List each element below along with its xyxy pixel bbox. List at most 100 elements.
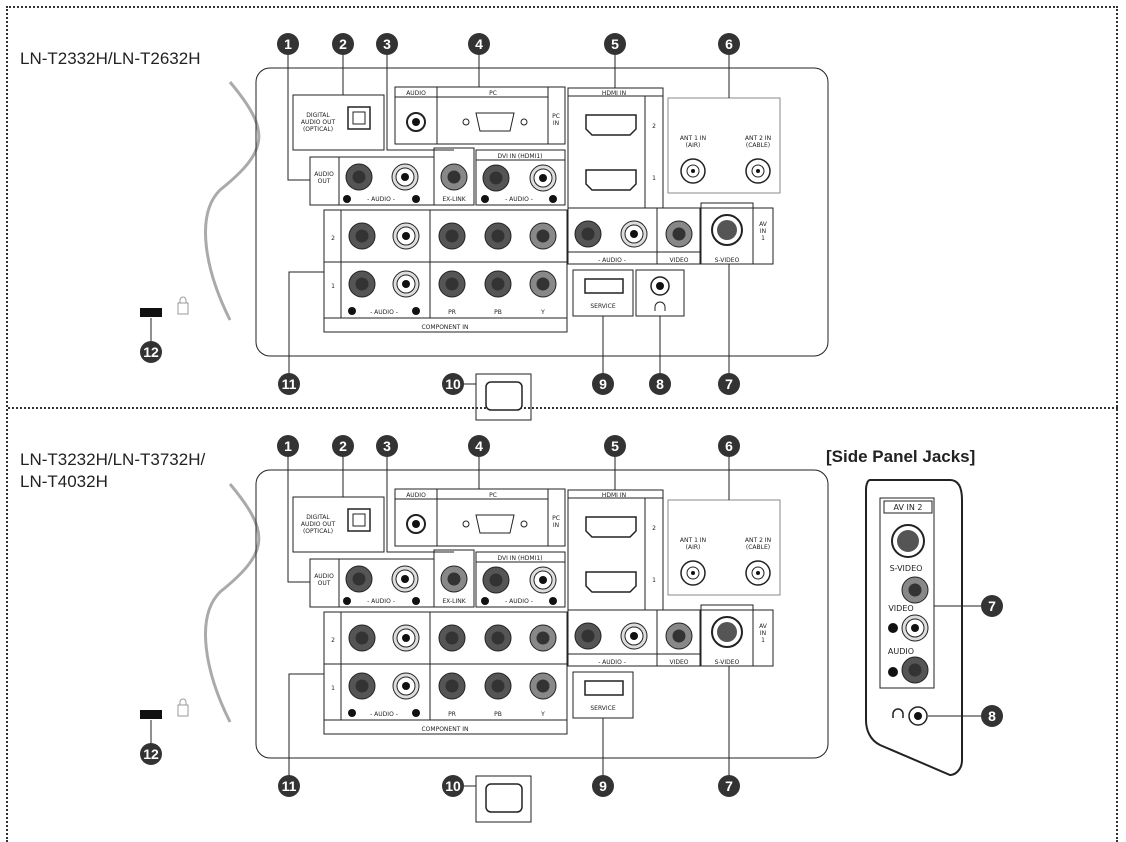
- svg-text:8: 8: [656, 376, 664, 392]
- dvi-group: [475, 149, 566, 206]
- ant1-sub: (AIR): [686, 142, 701, 149]
- svg-text:4: 4: [475, 36, 483, 52]
- comp-audio-label: - AUDIO -: [370, 309, 398, 316]
- pr-label: PR: [448, 309, 456, 316]
- pb-label: PB: [494, 711, 502, 718]
- ant2-label: ANT 2 IN: [745, 135, 771, 142]
- hdmi-1-label: 1: [652, 577, 656, 584]
- antenna-group: [667, 97, 781, 194]
- ant1-sub: (AIR): [686, 544, 701, 551]
- svg-text:11: 11: [282, 778, 297, 794]
- diagram-frame: [6, 6, 1118, 842]
- s-video-box: [700, 202, 754, 265]
- svg-text:1: 1: [284, 438, 292, 454]
- pc-label: PC: [489, 90, 497, 97]
- callout-12: 12: [140, 341, 162, 363]
- side-panel-title: [Side Panel Jacks]: [826, 447, 976, 466]
- av1-audio-label: - AUDIO -: [598, 659, 626, 666]
- callout-7: 7: [718, 775, 740, 797]
- callout-6: 6: [718, 33, 740, 55]
- tv-side-curve: [204, 483, 261, 723]
- lock-icon: [177, 704, 189, 717]
- side-s-video-label: S-VIDEO: [890, 564, 923, 573]
- dvi-in-label: DVI IN (HDMI1): [497, 555, 542, 562]
- rear-panel: [255, 469, 829, 759]
- ant1-label: ANT 1 IN: [680, 537, 706, 544]
- hdmi-in-label: HDMI IN: [602, 492, 626, 499]
- component-group: [323, 611, 568, 735]
- pc-audio-label: AUDIO: [406, 90, 426, 97]
- ant2-sub: (CABLE): [746, 544, 770, 551]
- comp-row-2-label: 2: [331, 637, 335, 644]
- svg-text:8: 8: [988, 708, 996, 724]
- callout-11: 11: [278, 373, 300, 395]
- digital-audio-out: [292, 94, 385, 151]
- comp-row-1-label: 1: [331, 283, 335, 290]
- dvi-rl-label: - AUDIO -: [505, 598, 533, 605]
- callout-3: 3: [376, 435, 398, 457]
- audio-out-rl-label: - AUDIO -: [367, 196, 395, 203]
- ant2-label: ANT 2 IN: [745, 537, 771, 544]
- kensington-slot: [140, 710, 162, 719]
- callout-1: 1: [277, 435, 299, 457]
- hdmi-2-label: 2: [652, 123, 656, 130]
- ex-link-group: [433, 147, 475, 206]
- comp-row-2-label: 2: [331, 235, 335, 242]
- power-group: [475, 775, 532, 823]
- callout-3: 3: [376, 33, 398, 55]
- component-in-label: COMPONENT IN: [421, 726, 468, 733]
- av-in-1-group: [567, 207, 774, 265]
- hdmi-1-label: 1: [652, 175, 656, 182]
- svg-text:4: 4: [475, 438, 483, 454]
- service-port: [584, 680, 624, 696]
- ant1-label: ANT 1 IN: [680, 135, 706, 142]
- av1-video-label: VIDEO: [669, 257, 688, 264]
- service-label: SERVICE: [590, 705, 616, 712]
- svg-text:10: 10: [445, 376, 461, 392]
- component-group: [323, 209, 568, 333]
- svg-text:7: 7: [725, 778, 733, 794]
- comp-row-1-label: 1: [331, 685, 335, 692]
- svg-text:1: 1: [284, 36, 292, 52]
- optical-port: [347, 106, 371, 130]
- svg-text:7: 7: [988, 598, 996, 614]
- svg-text:6: 6: [725, 438, 733, 454]
- power-socket: [485, 783, 523, 813]
- side-headphone-icon: [892, 708, 904, 718]
- service-port: [584, 278, 624, 294]
- svg-text:12: 12: [143, 746, 159, 762]
- svg-text:10: 10: [445, 778, 461, 794]
- hdmi-2-port: [585, 114, 637, 136]
- svg-text:3: 3: [383, 36, 391, 52]
- hdmi-1-port: [585, 169, 637, 191]
- callout-9: 9: [592, 373, 614, 395]
- svg-text:2: 2: [339, 36, 347, 52]
- side-av-in-label-box: [883, 500, 933, 514]
- ex-link-group: [433, 549, 475, 608]
- dvi-in-label: DVI IN (HDMI1): [497, 153, 542, 160]
- callout-10: 10: [442, 775, 464, 797]
- svg-text:2: 2: [339, 438, 347, 454]
- av1-video-label: VIDEO: [669, 659, 688, 666]
- svg-text:6: 6: [725, 36, 733, 52]
- callout-1: 1: [277, 33, 299, 55]
- pr-label: PR: [448, 711, 456, 718]
- antenna-group: [667, 499, 781, 596]
- callout-8: 8: [649, 373, 671, 395]
- side-audio-label: AUDIO: [888, 647, 914, 656]
- pc-label: PC: [489, 492, 497, 499]
- s-video-label: S-VIDEO: [715, 659, 740, 666]
- svg-text:5: 5: [611, 438, 619, 454]
- callout-6: 6: [718, 435, 740, 457]
- pb-label: PB: [494, 309, 502, 316]
- callout-2: 2: [332, 33, 354, 55]
- power-group: [475, 373, 532, 421]
- callout-5: 5: [604, 33, 626, 55]
